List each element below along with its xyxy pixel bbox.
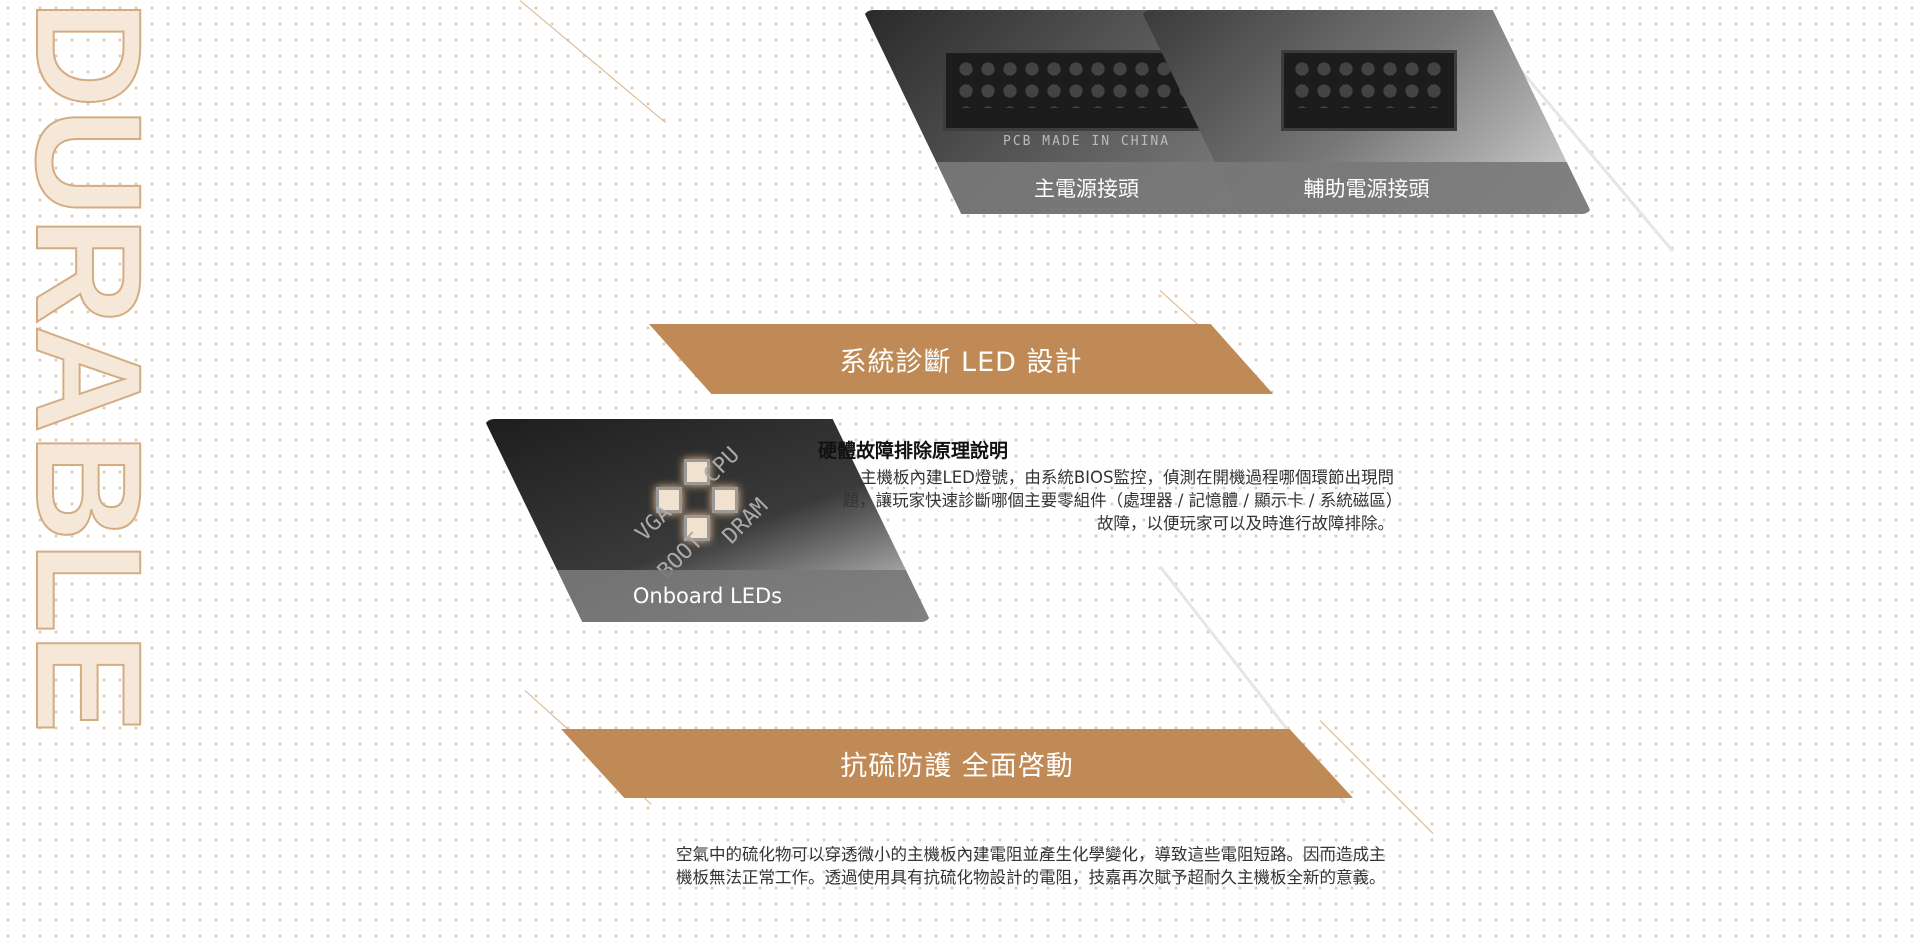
troubleshooting-description: 主機板內建LED燈號，由系統BIOS監控，偵測在開機過程哪個環節出現問題，讓玩家… — [842, 468, 1394, 533]
anti-sulfur-banner: 抗硫防護 全面啓動 — [561, 729, 1353, 798]
pcb-text: PCB MADE IN CHINA — [1003, 134, 1171, 149]
troubleshooting-heading: 硬體故障排除原理說明 — [818, 440, 1009, 462]
led-light — [656, 487, 682, 513]
led-light — [684, 515, 710, 541]
side-decorative-text: DURABLE — [4, 0, 174, 734]
connector-pins — [1291, 58, 1441, 108]
onboard-leds-label: Onboard LEDs — [484, 570, 931, 622]
decorative-line — [519, 0, 666, 124]
led-section-banner: 系統診斷 LED 設計 — [649, 324, 1273, 394]
led-light — [712, 487, 738, 513]
decorative-line — [1319, 720, 1434, 834]
anti-sulfur-description: 空氣中的硫化物可以穿透微小的主機板內建電阻並產生化學變化，導致這些電阻短路。因而… — [676, 845, 1386, 887]
led-light — [684, 459, 710, 485]
